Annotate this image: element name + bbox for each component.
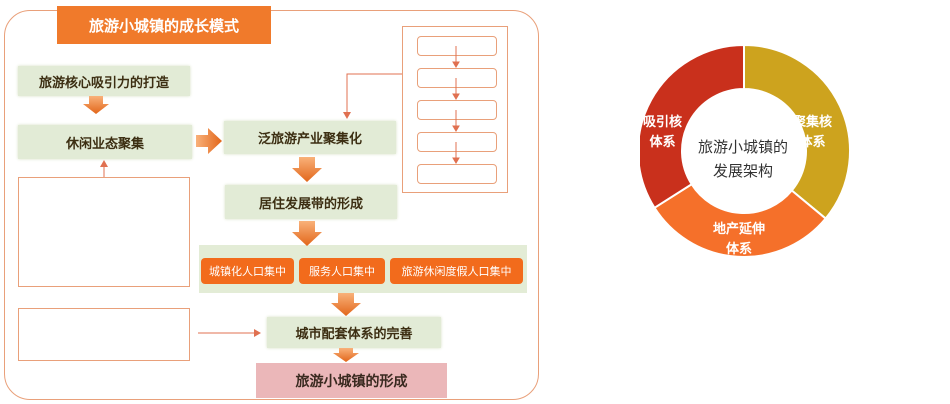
segment-realestate — [653, 182, 828, 258]
stack-item — [417, 132, 497, 152]
donut-center-label: 旅游小城镇的发展架构 — [697, 138, 788, 180]
leisure-cluster-box: 休闲业态聚集 — [18, 125, 192, 159]
segment-gathering — [743, 43, 851, 220]
down-arrow-icon — [292, 221, 322, 246]
residential-belt-box: 居住发展带的形成 — [225, 185, 397, 219]
down-arrow-icon — [292, 157, 322, 182]
industry-stack — [402, 26, 508, 193]
donut-hole — [683, 90, 805, 212]
stack-item — [417, 164, 497, 184]
tourism-population-pill: 旅游休闲度假人口集中 — [390, 258, 523, 284]
segment-label-attraction: 吸引核体系 — [643, 115, 683, 150]
final-town-box: 旅游小城镇的形成 — [256, 363, 447, 398]
core-attraction-box: 旅游核心吸引力的打造 — [18, 66, 190, 96]
stack-item — [417, 68, 497, 88]
feedback-line — [346, 73, 402, 118]
support-system-box: 城市配套体系的完善 — [267, 317, 441, 348]
segment-label-gathering: 聚集核体系 — [793, 115, 833, 150]
down-arrow-icon — [331, 293, 361, 316]
diagram-title: 旅游小城镇的成长模式 — [57, 6, 271, 44]
stack-item — [417, 36, 497, 56]
development-structure-donut — [640, 43, 851, 258]
pan-tourism-box: 泛旅游产业聚集化 — [224, 121, 396, 154]
stack-item — [417, 100, 497, 120]
right-arrow-icon — [196, 128, 222, 154]
growth-mode-frame — [4, 10, 539, 400]
segment-label-realestate: 地产延伸体系 — [713, 222, 766, 257]
empty-box-upper — [18, 177, 190, 287]
service-population-pill: 服务人口集中 — [299, 258, 385, 284]
empty-box-lower — [18, 308, 190, 361]
urban-population-pill: 城镇化人口集中 — [201, 258, 294, 284]
segment-attraction — [640, 43, 745, 210]
down-arrow-icon — [333, 348, 359, 362]
down-arrow-icon — [83, 96, 109, 114]
